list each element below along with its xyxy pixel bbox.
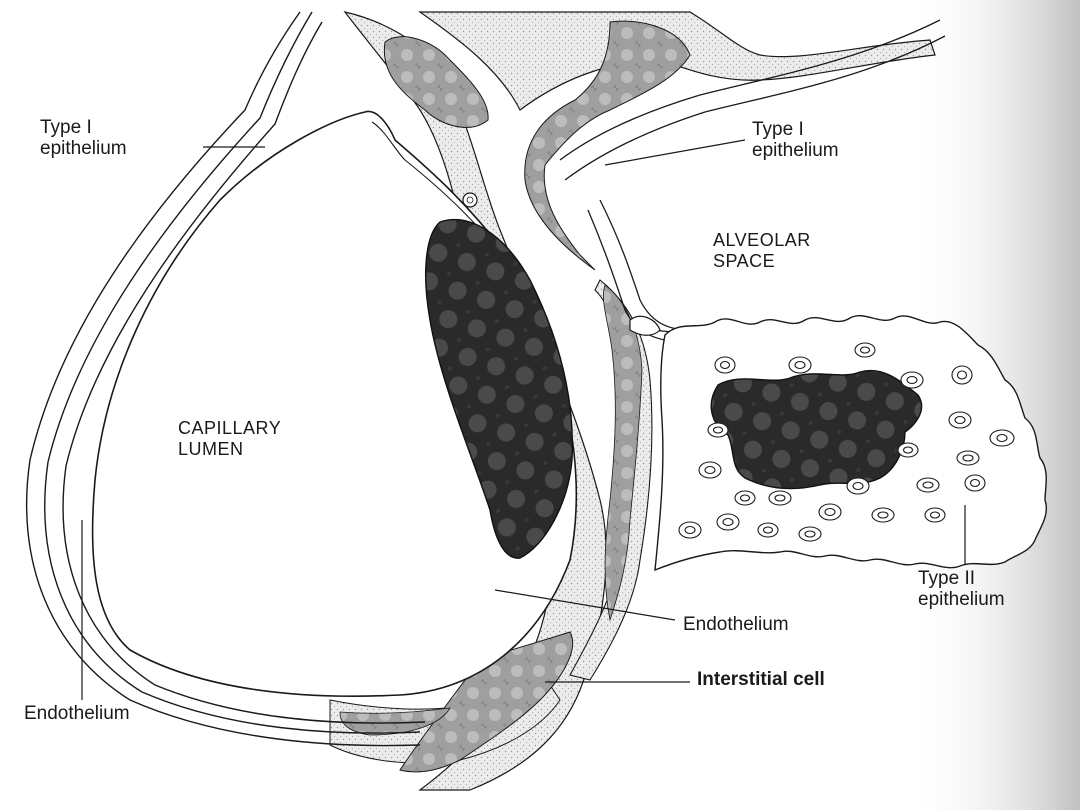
- leader-lines: [81, 139, 966, 700]
- label-capillary-lumen: CAPILLARY LUMEN: [178, 418, 282, 459]
- label-alveolar-space: ALVEOLAR SPACE: [713, 230, 811, 271]
- type-ii-nucleus: [710, 369, 923, 490]
- vesicle: [462, 192, 478, 208]
- interstitial-cell: [399, 631, 574, 773]
- label-type2-epithelium: Type II epithelium: [918, 568, 1005, 610]
- label-endothelium-left: Endothelium: [24, 703, 130, 724]
- label-endothelium-right: Endothelium: [683, 614, 789, 635]
- cell-body-top-right: [524, 20, 691, 271]
- label-type1-epithelium-right: Type I epithelium: [752, 119, 839, 161]
- label-type1-epithelium-left: Type I epithelium: [40, 117, 127, 159]
- lamellar-bodies: [678, 342, 1015, 542]
- endothelial-nucleus: [424, 219, 574, 559]
- capillary-outer-walls: [25, 11, 426, 747]
- cell-body-top-left: [383, 36, 489, 128]
- cell-body-right-wall: [603, 284, 643, 622]
- cell-body-bottom: [339, 707, 451, 736]
- label-interstitial-cell: Interstitial cell: [697, 669, 825, 690]
- cell-junction: [629, 315, 661, 336]
